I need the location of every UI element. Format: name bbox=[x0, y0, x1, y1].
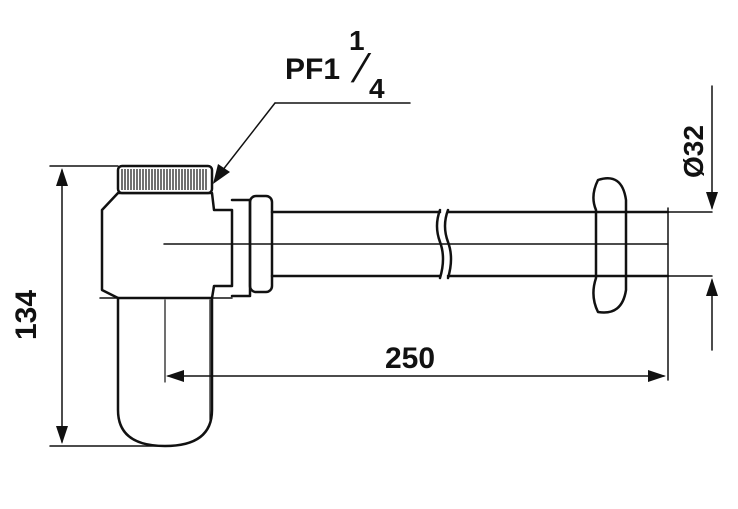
wall-flange bbox=[592, 177, 628, 314]
break-line-left bbox=[435, 208, 445, 280]
length-dimension-label: 250 bbox=[385, 342, 436, 375]
thread-fraction-denominator: 4 bbox=[369, 73, 385, 104]
height-arrow-bottom bbox=[56, 426, 68, 444]
trap-body bbox=[100, 191, 234, 300]
diameter-arrow-bottom bbox=[706, 278, 718, 296]
thread-size-label: PF1 1 / 4 bbox=[285, 27, 385, 103]
diameter-dimension-label: Ø32 bbox=[678, 125, 709, 178]
height-arrow-top bbox=[56, 168, 68, 186]
diameter-arrow-top bbox=[706, 192, 718, 210]
length-arrow-right bbox=[648, 370, 666, 382]
thread-leader bbox=[214, 102, 276, 181]
thread-label-text: PF1 bbox=[285, 53, 341, 86]
nut-knurl bbox=[121, 169, 207, 190]
break-line-right bbox=[443, 208, 453, 280]
knurled-nut bbox=[116, 164, 214, 195]
length-arrow-left bbox=[166, 370, 184, 382]
height-dimension-label: 134 bbox=[10, 289, 43, 340]
coupling-collar bbox=[230, 198, 252, 298]
thread-fraction-numerator: 1 bbox=[349, 25, 365, 56]
thread-leader-arrow bbox=[213, 164, 230, 184]
